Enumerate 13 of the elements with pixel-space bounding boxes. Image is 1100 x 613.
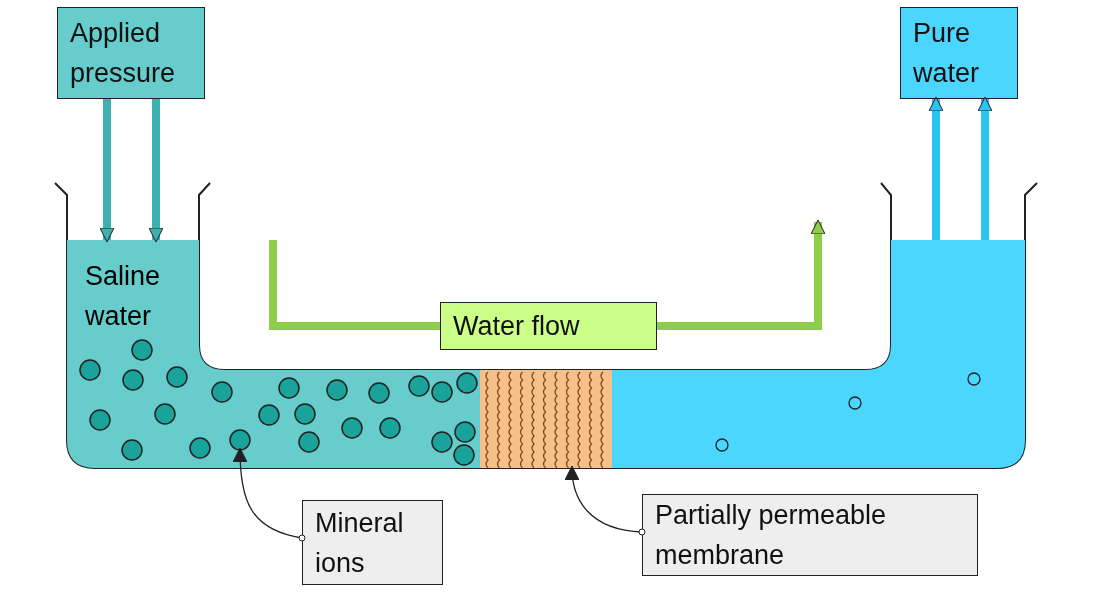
label-box: Water flow [440, 302, 657, 350]
leader-line [232, 447, 306, 542]
leader-line [565, 465, 646, 536]
pressure-arrow [148, 99, 164, 243]
region-label: Saline water [85, 260, 162, 333]
water-out-arrow [928, 96, 944, 240]
pressure-arrow [99, 99, 115, 243]
label-box: Mineral ions [302, 500, 443, 585]
label-box: Applied pressure [57, 7, 205, 99]
label-box: Pure water [900, 7, 1018, 99]
water-out-arrow [977, 96, 993, 240]
flow-arrow [657, 219, 826, 330]
label-box: Partially permeable membrane [642, 494, 978, 576]
